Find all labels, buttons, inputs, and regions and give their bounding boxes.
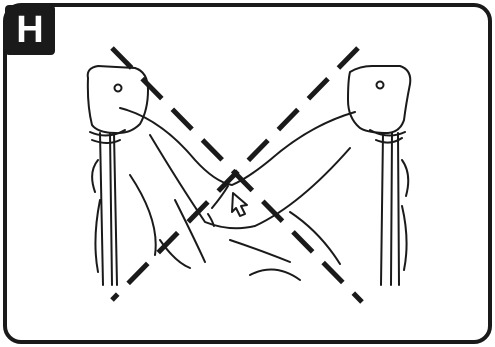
fabric-folds: [129, 174, 341, 281]
diagram-frame: [3, 3, 492, 344]
direction-outline-arrow-icon: [231, 192, 248, 217]
left-post: [99, 132, 118, 286]
right-post: [380, 132, 400, 286]
step-label-badge: H: [5, 5, 55, 55]
right-hinge-head: [347, 65, 412, 134]
right-post-collar: [369, 129, 406, 144]
left-post-collar: [89, 129, 126, 144]
fabric-top-edge: [119, 107, 356, 186]
right-pivot-hole-icon: [375, 80, 385, 90]
fabric-left-side: [91, 159, 101, 273]
fabric-center-crease: [207, 185, 229, 227]
left-pivot-hole-icon: [113, 83, 123, 93]
fabric-right-side: [401, 159, 410, 271]
left-hinge-head: [86, 65, 149, 135]
fabric-lower-edge: [149, 134, 351, 230]
dashed-line-ascending: [110, 46, 360, 302]
